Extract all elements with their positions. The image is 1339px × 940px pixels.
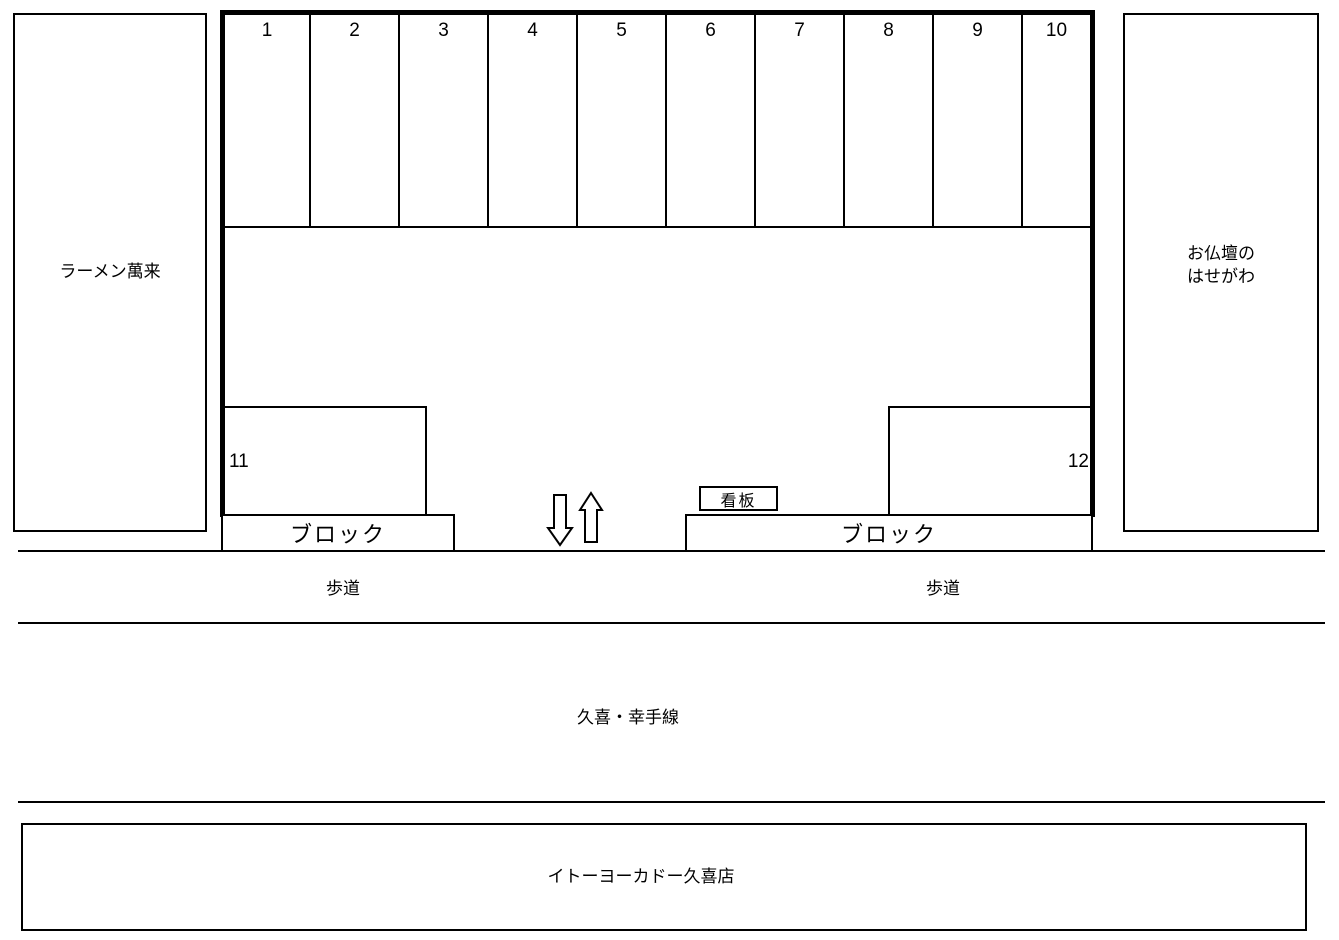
block-left-label: ブロック [289,523,386,548]
parking-row: 1 2 3 4 5 6 7 8 9 10 [225,15,1090,228]
parking-space-11: 11 [225,406,427,516]
space-number: 10 [1045,20,1068,41]
space-number: 11 [229,451,249,472]
parking-space-8: 8 [845,15,934,226]
road-edge-bottom [18,801,1325,803]
road-edge-top [18,622,1325,624]
space-number: 5 [616,20,627,41]
parking-space-4: 4 [489,15,578,226]
parking-lot-boundary [220,10,1095,517]
space-number: 8 [883,20,894,41]
space-number: 2 [349,20,360,41]
parking-space-6: 6 [667,15,756,226]
sidewalk-left-label: 歩道 [326,578,360,599]
signboard-label: 看板 [720,490,757,510]
neighbor-left-label: ラーメン萬来 [59,262,161,282]
space-number: 3 [438,20,449,41]
road-label: 久喜・幸手線 [577,707,679,728]
space-number: 9 [972,20,983,41]
block-wall-left: ブロック [221,514,455,552]
sidewalk-right: 歩道 [843,577,1043,601]
signboard: 看板 [699,486,778,511]
space-number: 1 [261,20,273,41]
parking-space-3: 3 [400,15,489,226]
parking-space-2: 2 [311,15,400,226]
parking-space-10: 10 [1023,15,1090,226]
space-number: 12 [1067,451,1089,472]
block-wall-right: ブロック [685,514,1093,552]
space-number: 7 [794,20,805,41]
road: 久喜・幸手線 [478,705,778,731]
sidewalk-right-label: 歩道 [926,578,960,599]
parking-space-12: 12 [888,406,1090,516]
up-arrow-icon [578,491,604,543]
neighbor-right-label-line2: はせがわ [1187,266,1255,287]
store-label: イトーヨーカドー久喜店 [547,866,735,887]
parking-space-7: 7 [756,15,845,226]
neighbor-ramen-banrai: ラーメン萬来 [13,13,207,532]
block-right-label: ブロック [840,523,937,548]
sidewalk-edge-top [18,550,1325,552]
down-arrow-icon [546,494,574,547]
parking-space-9: 9 [934,15,1023,226]
sidewalk-left: 歩道 [243,577,443,601]
space-number: 4 [527,20,538,41]
parking-space-5: 5 [578,15,667,226]
neighbor-hasegawa: お仏壇の はせがわ [1123,13,1319,532]
parking-space-1: 1 [225,15,311,226]
neighbor-right-label-line1: お仏壇の [1187,243,1255,264]
store-ito-yokado: イトーヨーカドー久喜店 [21,823,1307,931]
space-number: 6 [705,20,716,41]
